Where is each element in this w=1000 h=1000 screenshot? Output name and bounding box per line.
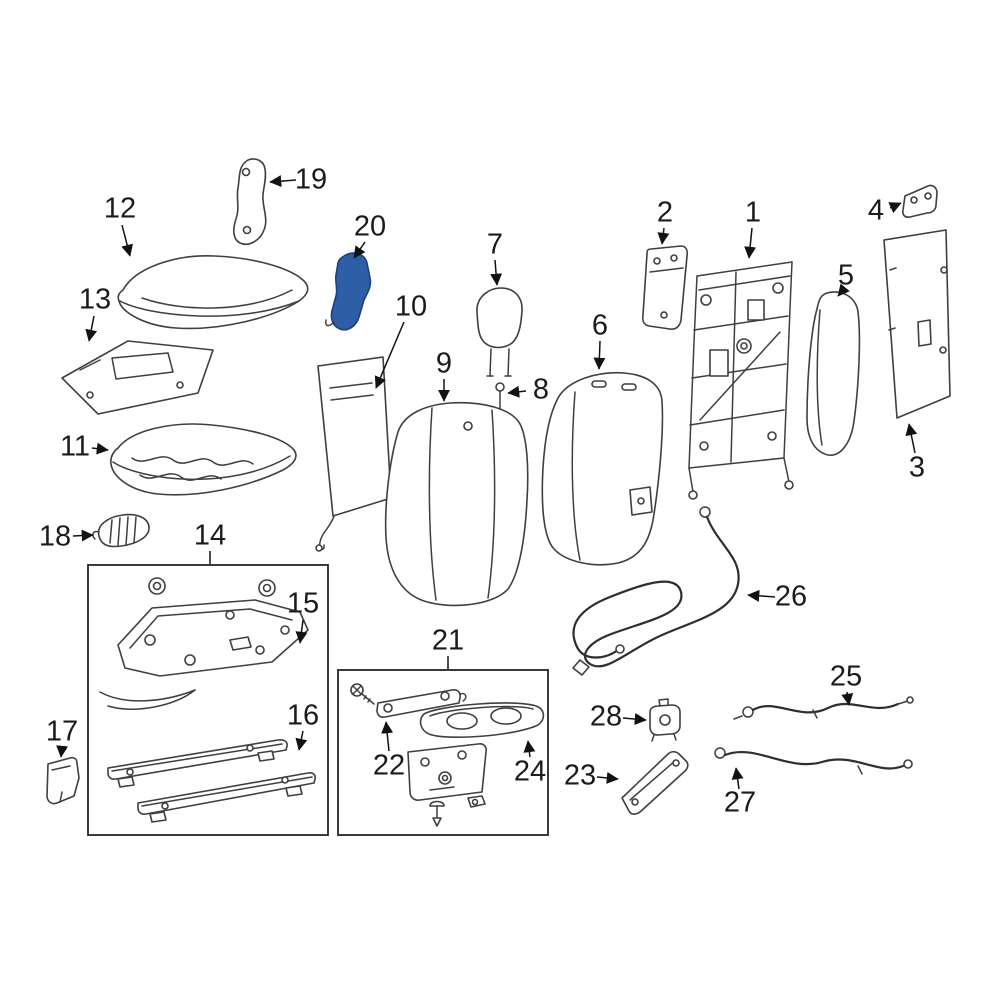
group-box-21: [337, 669, 549, 836]
group-box-14: [87, 564, 329, 836]
part-26-cable: [572, 506, 740, 676]
part-label-18: 18: [38, 520, 72, 553]
part-16-slide-rails: [107, 739, 316, 823]
part-21-lower-bracket: [407, 743, 487, 827]
part-label-1: 1: [744, 196, 762, 229]
part-4-bracket: [902, 184, 938, 218]
part-label-8: 8: [532, 373, 550, 406]
part-label-5: 5: [837, 259, 855, 292]
part-19-hinge-cover: [233, 158, 267, 246]
part-label-19: 19: [294, 163, 328, 196]
part-13-cushion-pad: [61, 340, 214, 415]
part-9-seat-back-cushion: [384, 401, 529, 607]
part-label-23: 23: [563, 759, 597, 792]
part-28-clip: [649, 698, 681, 742]
part-3-back-panel: [883, 229, 951, 419]
leader-lines: [56, 175, 918, 790]
part-label-13: 13: [78, 283, 112, 316]
part-1-seat-back-frame: [688, 261, 794, 500]
part-label-21: 21: [431, 624, 465, 657]
part-6-seat-back-cushion: [541, 371, 664, 566]
part-label-28: 28: [589, 700, 623, 733]
part-12-seat-cushion: [117, 255, 309, 330]
part-23-latch-bracket: [621, 750, 689, 815]
part-17-bracket: [46, 756, 80, 805]
part-label-16: 16: [286, 699, 320, 732]
part-7-headrest: [476, 287, 523, 377]
part-label-14: 14: [193, 519, 227, 552]
part-20-highlighted-bracket: [325, 252, 372, 331]
part-label-3: 3: [908, 451, 926, 484]
part-15-adjuster-assembly: [99, 577, 309, 710]
part-label-27: 27: [723, 786, 757, 819]
part-label-7: 7: [486, 228, 504, 261]
part-11-cushion-frame: [110, 423, 297, 496]
part-label-25: 25: [829, 660, 863, 693]
part-label-24: 24: [513, 755, 547, 788]
part-label-2: 2: [656, 196, 674, 229]
part-label-15: 15: [286, 587, 320, 620]
part-24-cup-holder: [419, 702, 545, 738]
part-label-11: 11: [59, 430, 91, 463]
part-18-handle: [92, 513, 150, 548]
part-2-side-panel: [641, 245, 689, 330]
part-label-10: 10: [394, 290, 428, 323]
part-label-26: 26: [774, 580, 808, 613]
part-label-17: 17: [45, 715, 79, 748]
part-label-6: 6: [591, 309, 609, 342]
part-22-bracket-bolt: [350, 683, 467, 718]
part-5-armrest: [806, 291, 861, 456]
part-label-22: 22: [372, 749, 406, 782]
part-label-4: 4: [867, 194, 885, 227]
part-27-cable: [714, 747, 913, 775]
part-label-9: 9: [435, 347, 453, 380]
part-10-back-board: [315, 356, 392, 552]
part-label-20: 20: [353, 210, 387, 243]
part-label-12: 12: [103, 192, 137, 225]
part-25-cable: [733, 696, 914, 720]
